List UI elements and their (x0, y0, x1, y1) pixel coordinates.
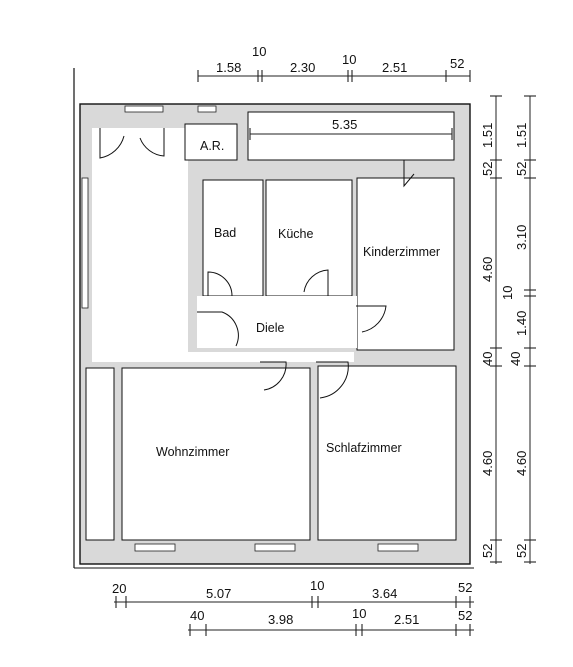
window-bottom-3 (377, 543, 419, 552)
bottom2-dim-4: 2.51 (394, 612, 419, 627)
window-left (81, 177, 89, 309)
bottom1-ticks (115, 596, 471, 608)
room-ar (184, 123, 238, 161)
door-entrance-left (99, 128, 125, 159)
door-schlafzimmer (316, 361, 349, 399)
right-inner-dim-1: 1.51 (480, 123, 495, 148)
top-dim-3: 2.30 (290, 60, 315, 75)
bottom2-dim-3: 10 (352, 606, 366, 621)
door-bad (207, 271, 233, 297)
room-bad (202, 179, 264, 297)
right-inner-ticks (490, 95, 502, 563)
door-diele-left (197, 311, 239, 347)
right-outer-dim-2: 52 (514, 162, 529, 176)
window-top-1 (124, 105, 164, 113)
room-schlafzimmer (317, 365, 457, 541)
label-bad: Bad (214, 226, 236, 240)
bottom1-dim-1: 20 (112, 581, 126, 596)
right-outer-dim-3: 3.10 (514, 225, 529, 250)
label-wohnzimmer: Wohnzimmer (156, 445, 229, 459)
right-outer-dim-5: 1.40 (514, 311, 529, 336)
window-bottom-2 (254, 543, 296, 552)
label-diele: Diele (256, 321, 285, 335)
right-inner-dim-6: 52 (480, 544, 495, 558)
top-dim-1: 1.58 (216, 60, 241, 75)
top-dim-4: 10 (342, 52, 356, 67)
corridor-left-area (92, 128, 188, 352)
top-dim-2: 10 (252, 44, 266, 59)
room-wohnzimmer (121, 367, 311, 541)
dim-5-35: 5.35 (332, 117, 357, 132)
door-wohnzimmer (260, 361, 287, 391)
door-kueche (303, 269, 329, 296)
bottom2-dim-1: 40 (190, 608, 204, 623)
door-kinderzimmer (356, 305, 387, 333)
bottom2-dim-5: 52 (458, 608, 472, 623)
right-inner-dim-4: 40 (480, 352, 495, 366)
window-bottom-1 (134, 543, 176, 552)
room-kinderzimmer (356, 177, 455, 351)
bottom2-dim-2: 3.98 (268, 612, 293, 627)
right-outer-dim-6: 40 (508, 352, 523, 366)
bottom1-dim-5: 52 (458, 580, 472, 595)
top-dim-6: 52 (450, 56, 464, 71)
top-dim-5: 2.51 (382, 60, 407, 75)
right-inner-dim-2: 52 (480, 162, 495, 176)
right-outer-dim-1: 1.51 (514, 123, 529, 148)
bottom1-dim-4: 3.64 (372, 586, 397, 601)
window-top-2 (197, 105, 217, 113)
right-outer-dim-4: 10 (500, 286, 515, 300)
door-kinderzimmer-top (403, 160, 415, 188)
room-kueche (265, 179, 353, 297)
hall-strip (92, 352, 354, 362)
label-ar: A.R. (200, 139, 224, 153)
right-outer-dim-8: 52 (514, 544, 529, 558)
top-dim-ticks (197, 70, 471, 82)
right-outer-ticks (524, 95, 536, 563)
right-outer-dim-7: 4.60 (514, 451, 529, 476)
door-entrance-right (139, 128, 165, 157)
room-diele (197, 296, 357, 348)
bottom1-dim-2: 5.07 (206, 586, 231, 601)
right-inner-dim-5: 4.60 (480, 451, 495, 476)
label-schlafzimmer: Schlafzimmer (326, 441, 402, 455)
room-top-right (247, 111, 455, 161)
label-kinderzimmer: Kinderzimmer (363, 245, 440, 259)
label-kueche: Küche (278, 227, 313, 241)
right-inner-dim-3: 4.60 (480, 257, 495, 282)
bottom1-dim-3: 10 (310, 578, 324, 593)
room-left-strip (85, 367, 115, 541)
bottom2-ticks (189, 624, 471, 636)
outer-outline (79, 103, 471, 565)
